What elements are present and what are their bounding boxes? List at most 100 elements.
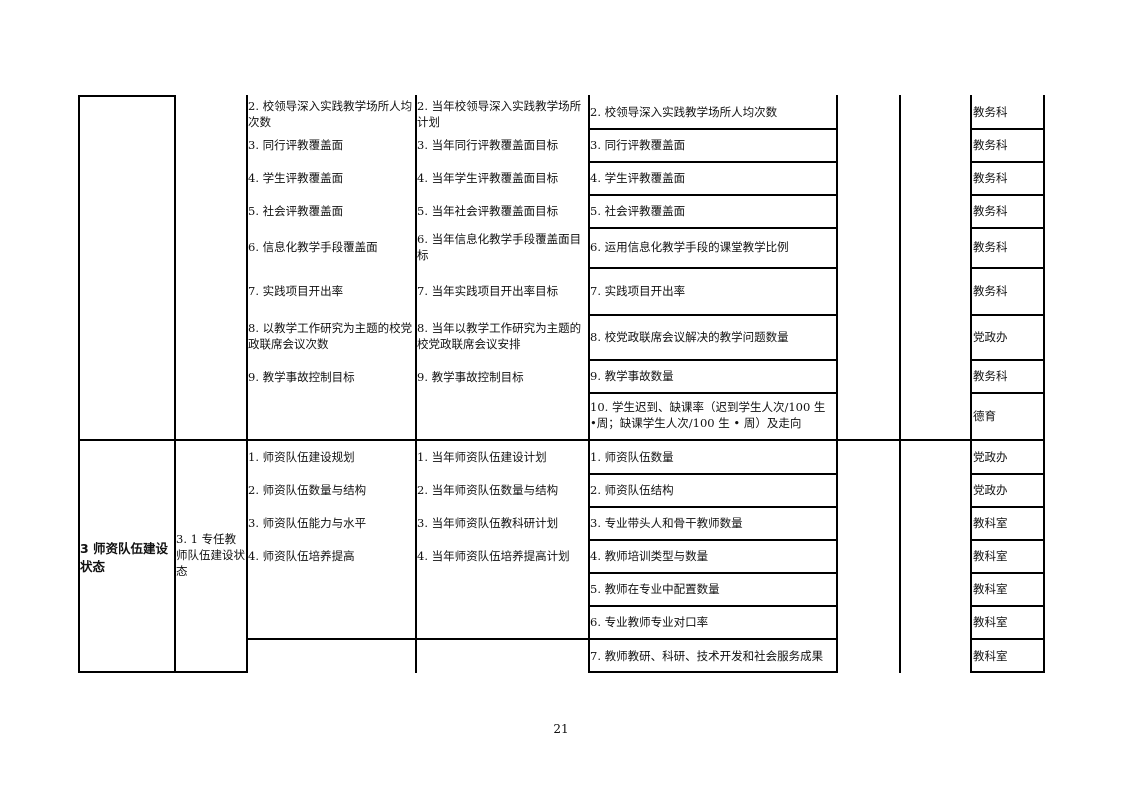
department-cell: 教科室 xyxy=(973,549,1008,563)
standard-cell: 3. 同行评教覆盖面 xyxy=(248,138,344,152)
row-divider xyxy=(588,227,838,229)
row-divider xyxy=(588,128,838,130)
row-divider xyxy=(970,314,1045,316)
plan-cell: 2. 当年师资队伍数量与结构 xyxy=(417,483,559,497)
table-border-left xyxy=(78,95,80,673)
row-divider xyxy=(588,314,838,316)
indicator-cell: 7. 实践项目开出率 xyxy=(590,284,686,298)
row-divider xyxy=(588,638,838,640)
indicator-cell: 3. 同行评教覆盖面 xyxy=(590,138,686,152)
department-cell: 党政办 xyxy=(973,450,1008,464)
plan-cell: 1. 当年师资队伍建设计划 xyxy=(417,450,547,464)
subsection-title: 3. 1 专任教师队伍建设状态 xyxy=(176,532,245,578)
standard-cell: 8. 以教学工作研究为主题的校党政联席会议次数 xyxy=(248,321,413,351)
row-divider xyxy=(588,473,838,475)
plan-cell: 9. 教学事故控制目标 xyxy=(417,370,524,384)
table-bottom-border xyxy=(970,671,1045,673)
indicator-cell: 4. 教师培训类型与数量 xyxy=(590,549,709,563)
row-divider xyxy=(970,128,1045,130)
indicator-cell: 8. 校党政联席会议解决的教学问题数量 xyxy=(590,330,789,344)
indicator-cell: 4. 学生评教覆盖面 xyxy=(590,171,686,185)
column-divider xyxy=(415,95,417,673)
row-divider xyxy=(970,605,1045,607)
indicator-cell: 10. 学生迟到、缺课率（迟到学生人次/100 生 •周；缺课学生人次/100 … xyxy=(590,400,826,430)
row-divider xyxy=(970,392,1045,394)
row-divider xyxy=(588,572,838,574)
department-cell: 教科室 xyxy=(973,582,1008,596)
department-cell: 教务科 xyxy=(973,240,1008,254)
indicator-cell: 2. 校领导深入实践教学场所人均次数 xyxy=(590,105,778,119)
plan-cell: 3. 当年同行评教覆盖面目标 xyxy=(417,138,559,152)
table-bottom-border xyxy=(588,671,838,673)
column-divider xyxy=(174,95,176,673)
standard-cell: 1. 师资队伍建设规划 xyxy=(248,450,355,464)
row-divider xyxy=(970,539,1045,541)
row-divider xyxy=(970,227,1045,229)
row-divider xyxy=(970,161,1045,163)
department-cell: 教务科 xyxy=(973,204,1008,218)
department-cell: 教科室 xyxy=(973,649,1008,663)
section-title: 3 师资队伍建设状态 xyxy=(80,541,169,574)
department-cell: 教务科 xyxy=(973,171,1008,185)
column-divider xyxy=(588,95,590,673)
row-divider xyxy=(970,506,1045,508)
standard-cell: 2. 校领导深入实践教学场所人均次数 xyxy=(248,99,413,128)
column-divider xyxy=(836,95,838,673)
plan-cell: 7. 当年实践项目开出率目标 xyxy=(417,284,559,298)
department-cell: 教务科 xyxy=(973,138,1008,152)
column-divider xyxy=(970,95,972,673)
standard-cell: 6. 信息化教学手段覆盖面 xyxy=(248,240,378,254)
row-divider xyxy=(588,194,838,196)
standard-cell: 4. 学生评教覆盖面 xyxy=(248,171,344,185)
plan-cell: 4. 当年师资队伍培养提高计划 xyxy=(417,549,570,563)
plan-cell: 4. 当年学生评教覆盖面目标 xyxy=(417,171,559,185)
standard-cell: 9. 教学事故控制目标 xyxy=(248,370,355,384)
row-divider xyxy=(588,267,838,269)
table-bottom-border xyxy=(78,671,248,673)
standard-cell: 2. 师资队伍数量与结构 xyxy=(248,483,367,497)
plan-cell: 3. 当年师资队伍教科研计划 xyxy=(417,516,559,530)
indicator-cell: 5. 社会评教覆盖面 xyxy=(590,204,686,218)
row-divider xyxy=(588,506,838,508)
indicator-cell: 5. 教师在专业中配置数量 xyxy=(590,582,720,596)
row-divider xyxy=(588,539,838,541)
standard-cell: 4. 师资队伍培养提高 xyxy=(248,549,355,563)
row-divider xyxy=(970,638,1045,640)
plan-cell: 8. 当年以教学工作研究为主题的校党政联席会议安排 xyxy=(417,321,582,351)
row-divider xyxy=(970,194,1045,196)
column-divider xyxy=(246,95,248,673)
indicator-cell: 3. 专业带头人和骨干教师数量 xyxy=(590,516,743,530)
department-cell: 教科室 xyxy=(973,615,1008,629)
table-top-border xyxy=(78,95,176,97)
indicator-cell: 9. 教学事故数量 xyxy=(590,369,674,383)
department-cell: 教务科 xyxy=(973,105,1008,119)
plan-cell: 6. 当年信息化教学手段覆盖面目标 xyxy=(417,232,582,262)
department-cell: 党政办 xyxy=(973,330,1008,344)
indicator-cell: 6. 专业教师专业对口率 xyxy=(590,615,709,629)
row-divider xyxy=(970,473,1045,475)
row-divider xyxy=(970,267,1045,269)
standard-cell: 3. 师资队伍能力与水平 xyxy=(248,516,367,530)
department-cell: 德育 xyxy=(973,409,996,423)
standard-cell: 5. 社会评教覆盖面 xyxy=(248,204,344,218)
indicator-cell: 6. 运用信息化教学手段的课堂教学比例 xyxy=(590,240,789,254)
standard-cell: 7. 实践项目开出率 xyxy=(248,284,344,298)
row-divider xyxy=(588,161,838,163)
table-border-right xyxy=(1043,95,1045,673)
department-cell: 教科室 xyxy=(973,516,1008,530)
section-divider xyxy=(78,439,1045,441)
department-cell: 党政办 xyxy=(973,483,1008,497)
page-number: 21 xyxy=(553,722,569,736)
row-divider xyxy=(588,605,838,607)
plan-cell: 5. 当年社会评教覆盖面目标 xyxy=(417,204,559,218)
row-divider xyxy=(588,359,838,361)
indicator-cell: 1. 师资队伍数量 xyxy=(590,450,674,464)
row-divider xyxy=(246,638,590,640)
plan-cell: 2. 当年校领导深入实践教学场所计划 xyxy=(417,99,582,128)
department-cell: 教务科 xyxy=(973,369,1008,383)
indicator-cell: 2. 师资队伍结构 xyxy=(590,483,674,497)
indicator-cell: 7. 教师教研、科研、技术开发和社会服务成果 xyxy=(590,649,824,663)
department-cell: 教务科 xyxy=(973,284,1008,298)
column-divider xyxy=(899,95,901,673)
